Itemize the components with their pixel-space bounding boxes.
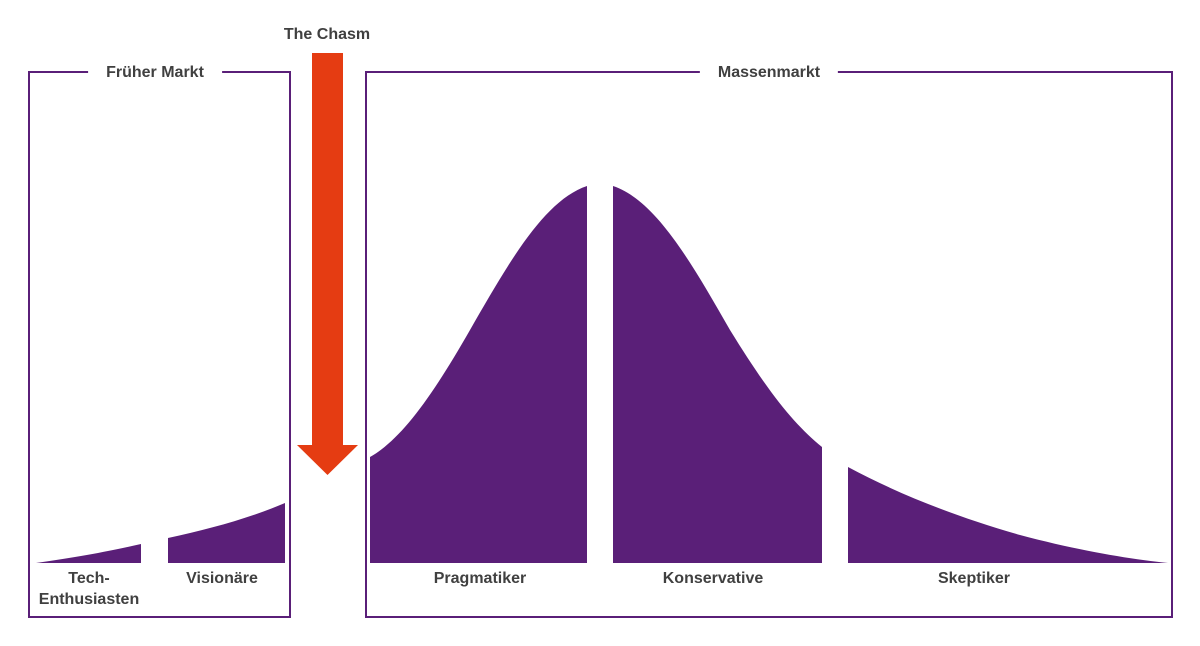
down-arrow-icon <box>297 53 358 475</box>
segment-conservatives <box>613 186 822 563</box>
pragmatists-label: Pragmatiker <box>433 570 527 587</box>
segment-tech-enthusiasts <box>36 544 141 563</box>
tech-enthusiasts-label: Tech- Enthusiasten <box>39 568 139 610</box>
conservatives-label: Konservative <box>662 570 764 587</box>
tech-enthusiasts-label-line2: Enthusiasten <box>38 591 140 608</box>
segment-visionaries <box>168 503 285 563</box>
visionaries-label: Visionäre <box>186 570 258 587</box>
segment-skeptics <box>848 467 1168 563</box>
chasm-label: The Chasm <box>283 26 371 43</box>
segment-pragmatists <box>370 186 587 563</box>
early-market-title: Früher Markt <box>88 62 222 83</box>
mass-market-title: Massenmarkt <box>699 62 839 83</box>
skeptics-label: Skeptiker <box>937 570 1011 587</box>
chasm-arrow-head <box>297 445 358 475</box>
tech-enthusiasts-label-line1: Tech- <box>68 570 110 587</box>
chasm-arrow-shaft <box>312 53 343 445</box>
